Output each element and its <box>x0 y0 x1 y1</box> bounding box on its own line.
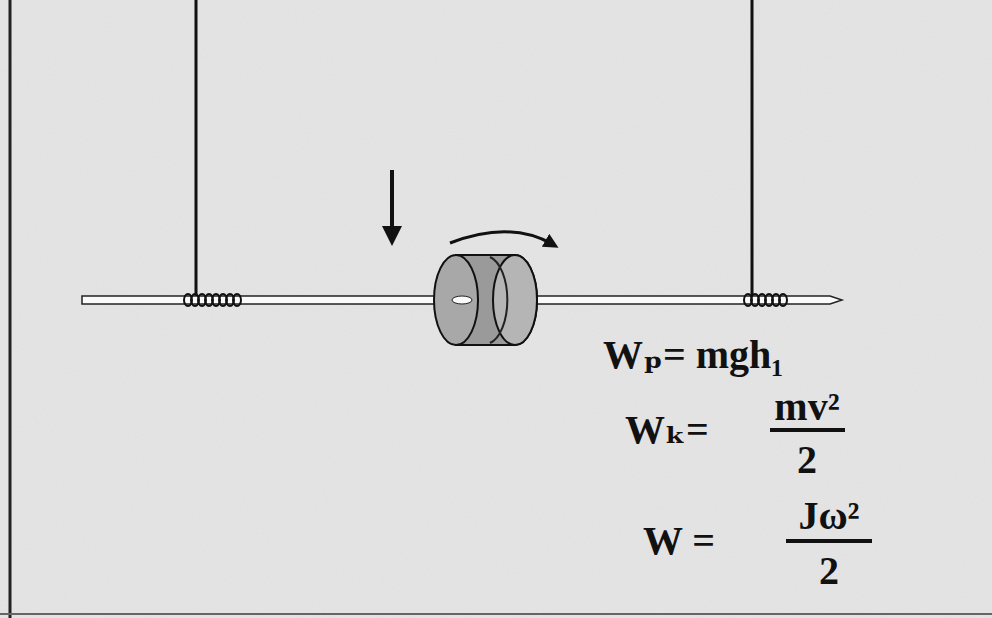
frame-edge <box>0 613 992 615</box>
string-winding <box>744 294 787 306</box>
fraction-bar <box>770 428 845 432</box>
fraction-numerator: Jω² <box>798 496 859 536</box>
frame-edge <box>9 0 12 618</box>
flywheel <box>434 255 537 345</box>
suspension-string <box>195 0 198 298</box>
fraction-numerator: mv² <box>774 387 839 427</box>
energy-formula: W = <box>643 521 715 561</box>
fraction-denominator: 2 <box>797 440 817 480</box>
fraction-bar <box>786 539 872 543</box>
energy-formula: Wₖ= <box>625 410 709 450</box>
fraction-denominator: 2 <box>819 551 839 591</box>
rotation-arrow <box>450 232 552 244</box>
fall-arrow <box>390 170 394 236</box>
string-winding <box>184 294 241 306</box>
axle <box>82 296 842 304</box>
energy-formula: Wₚ= mgh₁ <box>603 335 783 375</box>
suspension-string <box>751 0 754 298</box>
